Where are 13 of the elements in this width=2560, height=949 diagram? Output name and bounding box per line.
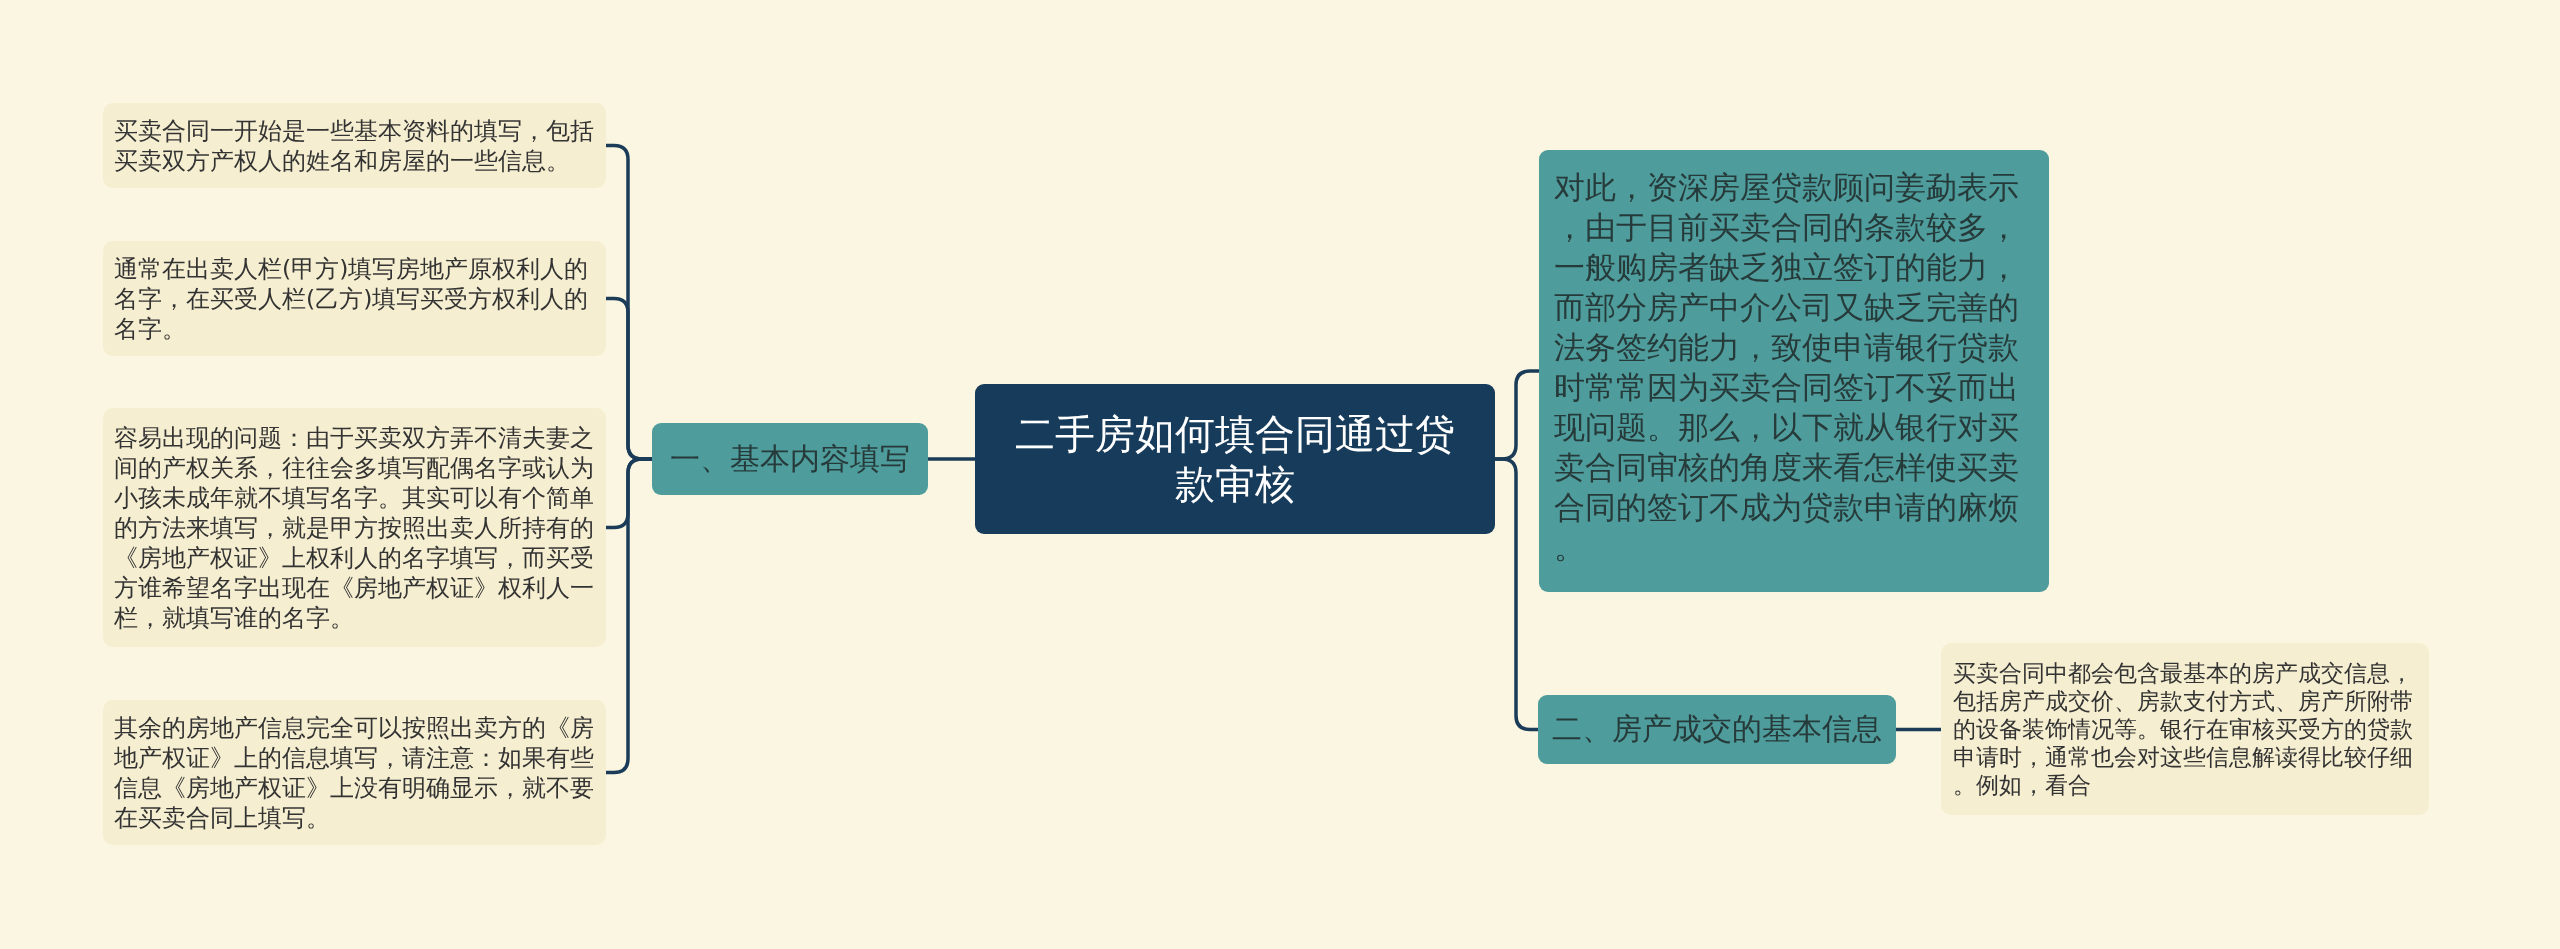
note-box: 容易出现的问题：由于买卖双方弄不清夫妻之间的产权关系，往往会多填写配偶名字或认为小孩未成年就不填写名字。其实可以有个简单的方法来填写，就是甲方按照出卖人所持有的《房地产权证》上权利人的名字填写，而买受方谁希望名字出现在《房地产权证》权利人一栏，就填写谁的名字。: [103, 408, 606, 647]
connector-line: [1896, 727, 1941, 732]
branch-box: 一、基本内容填写: [652, 423, 928, 495]
connector-line: [606, 457, 652, 775]
branch-box: 二、房产成交的基本信息: [1538, 695, 1896, 764]
topic-box: 二手房如何填合同通过贷款审核: [975, 384, 1495, 534]
note-box: 通常在出卖人栏(甲方)填写房地产原权利人的名字，在买受人栏(乙方)填写买受方权利人的名字。: [103, 241, 606, 356]
connector-line: [928, 457, 975, 461]
note-box: 其余的房地产信息完全可以按照出卖方的《房地产权证》上的信息填写，请注意：如果有些信息《房地产权证》上没有明确显示，就不要在买卖合同上填写。: [103, 700, 606, 845]
note-box: 买卖合同中都会包含最基本的房产成交信息，包括房产成交价、房款支付方式、房产所附带的设备装饰情况等。银行在审核买受方的贷款申请时，通常也会对这些信息解读得比较仔细。例如，看合: [1941, 643, 2429, 815]
note-box: 买卖合同一开始是一些基本资料的填写，包括买卖双方产权人的姓名和房屋的一些信息。: [103, 103, 606, 188]
branch-box: 对此，资深房屋贷款顾问姜勐表示，由于目前买卖合同的条款较多，一般购房者缺乏独立签订的能力，而部分房产中介公司又缺乏完善的法务签约能力，致使申请银行贷款时常常因为买卖合同签订不妥而出现问题。那么，以下就从银行对买卖合同审核的角度来看怎样使买卖合同的签订不成为贷款申请的麻烦。: [1539, 150, 2049, 592]
connector-line: [1495, 457, 1538, 732]
